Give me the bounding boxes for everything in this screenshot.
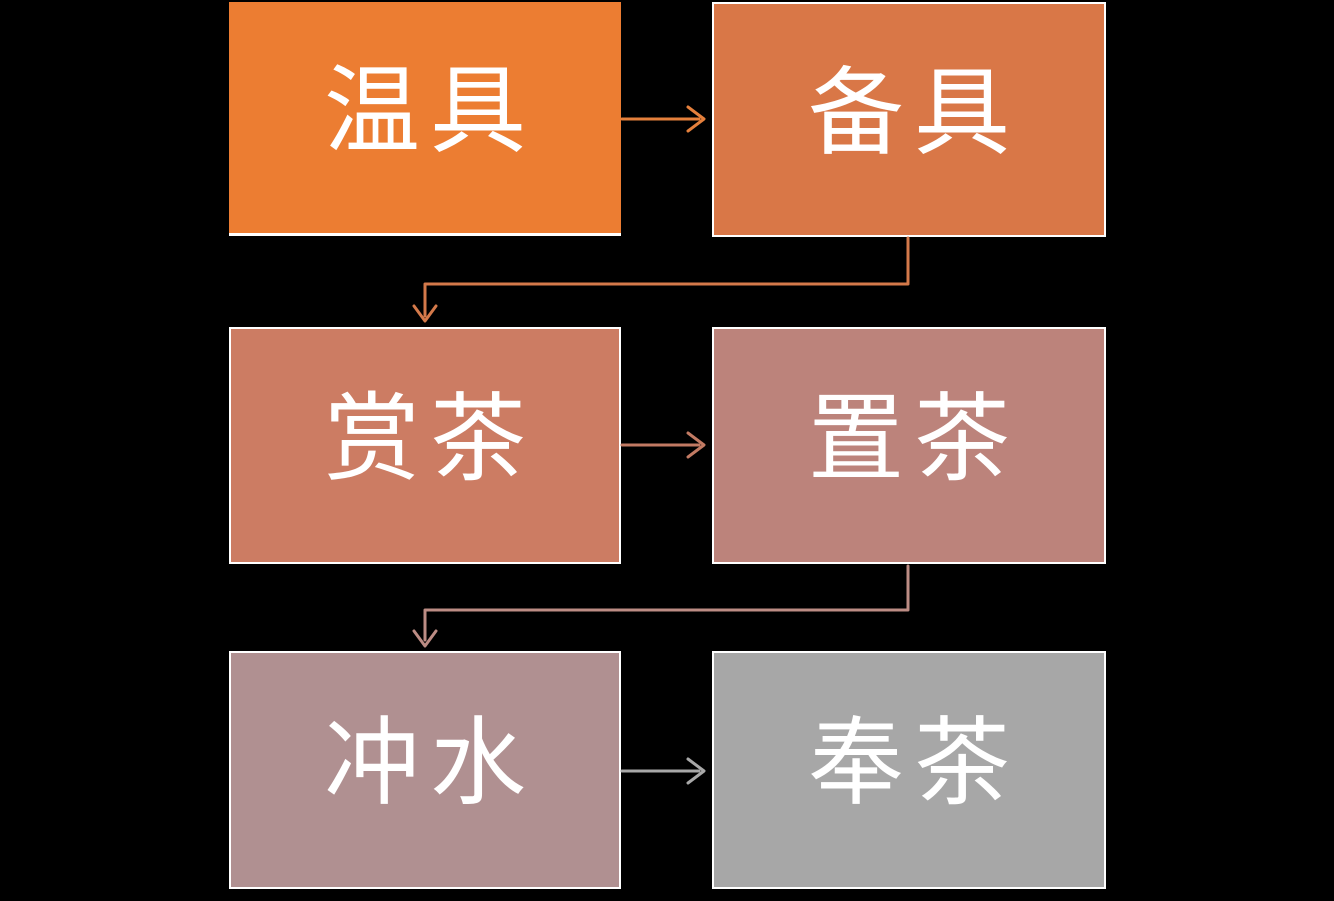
flow-step-chongshui[interactable]: 冲水 [229,651,621,889]
arrow-wenju-to-beiju [620,105,706,133]
flow-step-fengcha-label: 奉茶 [808,710,1020,817]
arrowhead-right-icon [686,757,706,785]
arrow-chongshui-to-fengcha [620,757,706,785]
arrowhead-down-icon [412,304,438,323]
flow-step-shangcha-label: 赏茶 [324,385,536,493]
flow-step-wenju[interactable]: 温具 [229,2,621,236]
flow-step-beiju-label: 备具 [808,59,1020,167]
flow-step-zhicha-label: 置茶 [808,385,1020,493]
arrow-shangcha-to-zhicha [620,431,706,459]
arrowhead-right-icon [686,105,706,133]
flow-step-zhicha[interactable]: 置茶 [712,327,1106,564]
flow-step-shangcha[interactable]: 赏茶 [229,327,621,564]
flow-step-fengcha[interactable]: 奉茶 [712,651,1106,889]
elbow-beiju-to-shangcha [412,236,910,323]
elbow-zhicha-to-chongshui [412,564,910,648]
arrowhead-down-icon [412,629,438,648]
flow-step-beiju[interactable]: 备具 [712,2,1106,237]
flow-step-chongshui-label: 冲水 [324,710,536,817]
flow-step-wenju-label: 温具 [324,57,536,165]
arrowhead-right-icon [686,431,706,459]
